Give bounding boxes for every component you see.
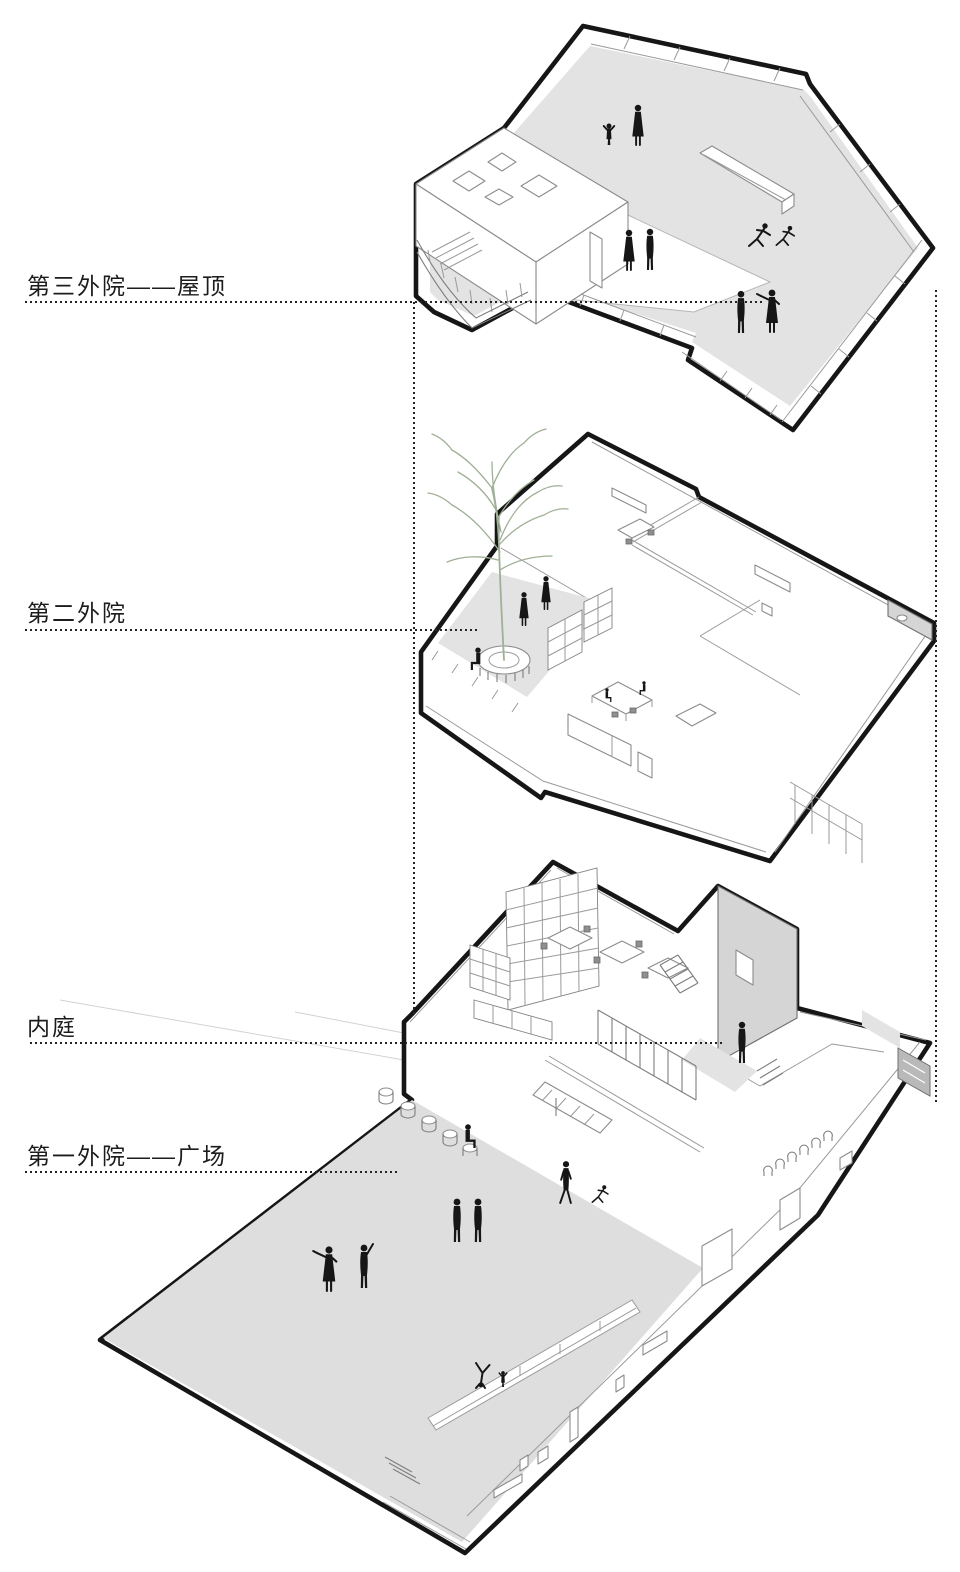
level-middle: [418, 428, 937, 864]
stool: [378, 1087, 394, 1105]
courtyard-window: [735, 949, 754, 986]
inner-courtyard: [682, 885, 798, 1092]
courtyard-gray-wall: [717, 885, 798, 1063]
level-roof: [413, 23, 936, 433]
roof-terrace-deck: [430, 46, 918, 406]
middle-tree-terrace: [427, 428, 607, 713]
middle-glazed-partition: [789, 781, 863, 863]
site-hint-lines: [59, 999, 405, 1061]
label-inner-court: 内庭: [27, 1014, 77, 1040]
gray-louver-panel: [897, 1047, 931, 1097]
label-second-courtyard: 第二外院: [27, 600, 127, 626]
middle-back-windows: [611, 487, 791, 617]
stepped-plaza-wall: [427, 1299, 641, 1431]
middle-bookshelves: [547, 587, 613, 671]
entry-awning: [532, 1081, 613, 1134]
leader-lines: [25, 290, 937, 1173]
penthouse-skylights: [452, 152, 558, 206]
stool-row: [378, 1087, 478, 1156]
middle-long-window: [567, 713, 653, 779]
stool: [442, 1129, 458, 1147]
middle-walls: [425, 441, 931, 853]
street-wall-top: [382, 1495, 471, 1550]
library-stair: [659, 954, 699, 994]
tree: [427, 428, 569, 661]
penthouse-glazed-bay: [416, 231, 532, 329]
stool: [400, 1101, 416, 1119]
penthouse-door: [589, 231, 603, 289]
middle-counter: [675, 703, 717, 727]
street-wall-openings: [493, 1150, 853, 1499]
stool: [421, 1115, 437, 1133]
roof-parapet: [537, 35, 923, 423]
side-room-floor: [862, 1010, 900, 1048]
stool-with-sitter: [462, 1124, 478, 1156]
roof-penthouse: [415, 127, 629, 329]
label-first-courtyard-plaza: 第一外院——广场: [27, 1143, 227, 1169]
plaza-tip-steps: [384, 1456, 421, 1485]
middle-dining-table: [591, 681, 653, 721]
roof-long-skylight: [699, 145, 795, 215]
library-tables: [540, 925, 689, 979]
level-ground: [97, 859, 933, 1556]
label-third-courtyard-roof: 第三外院——屋顶: [27, 273, 227, 299]
middle-washroom: [887, 599, 933, 641]
